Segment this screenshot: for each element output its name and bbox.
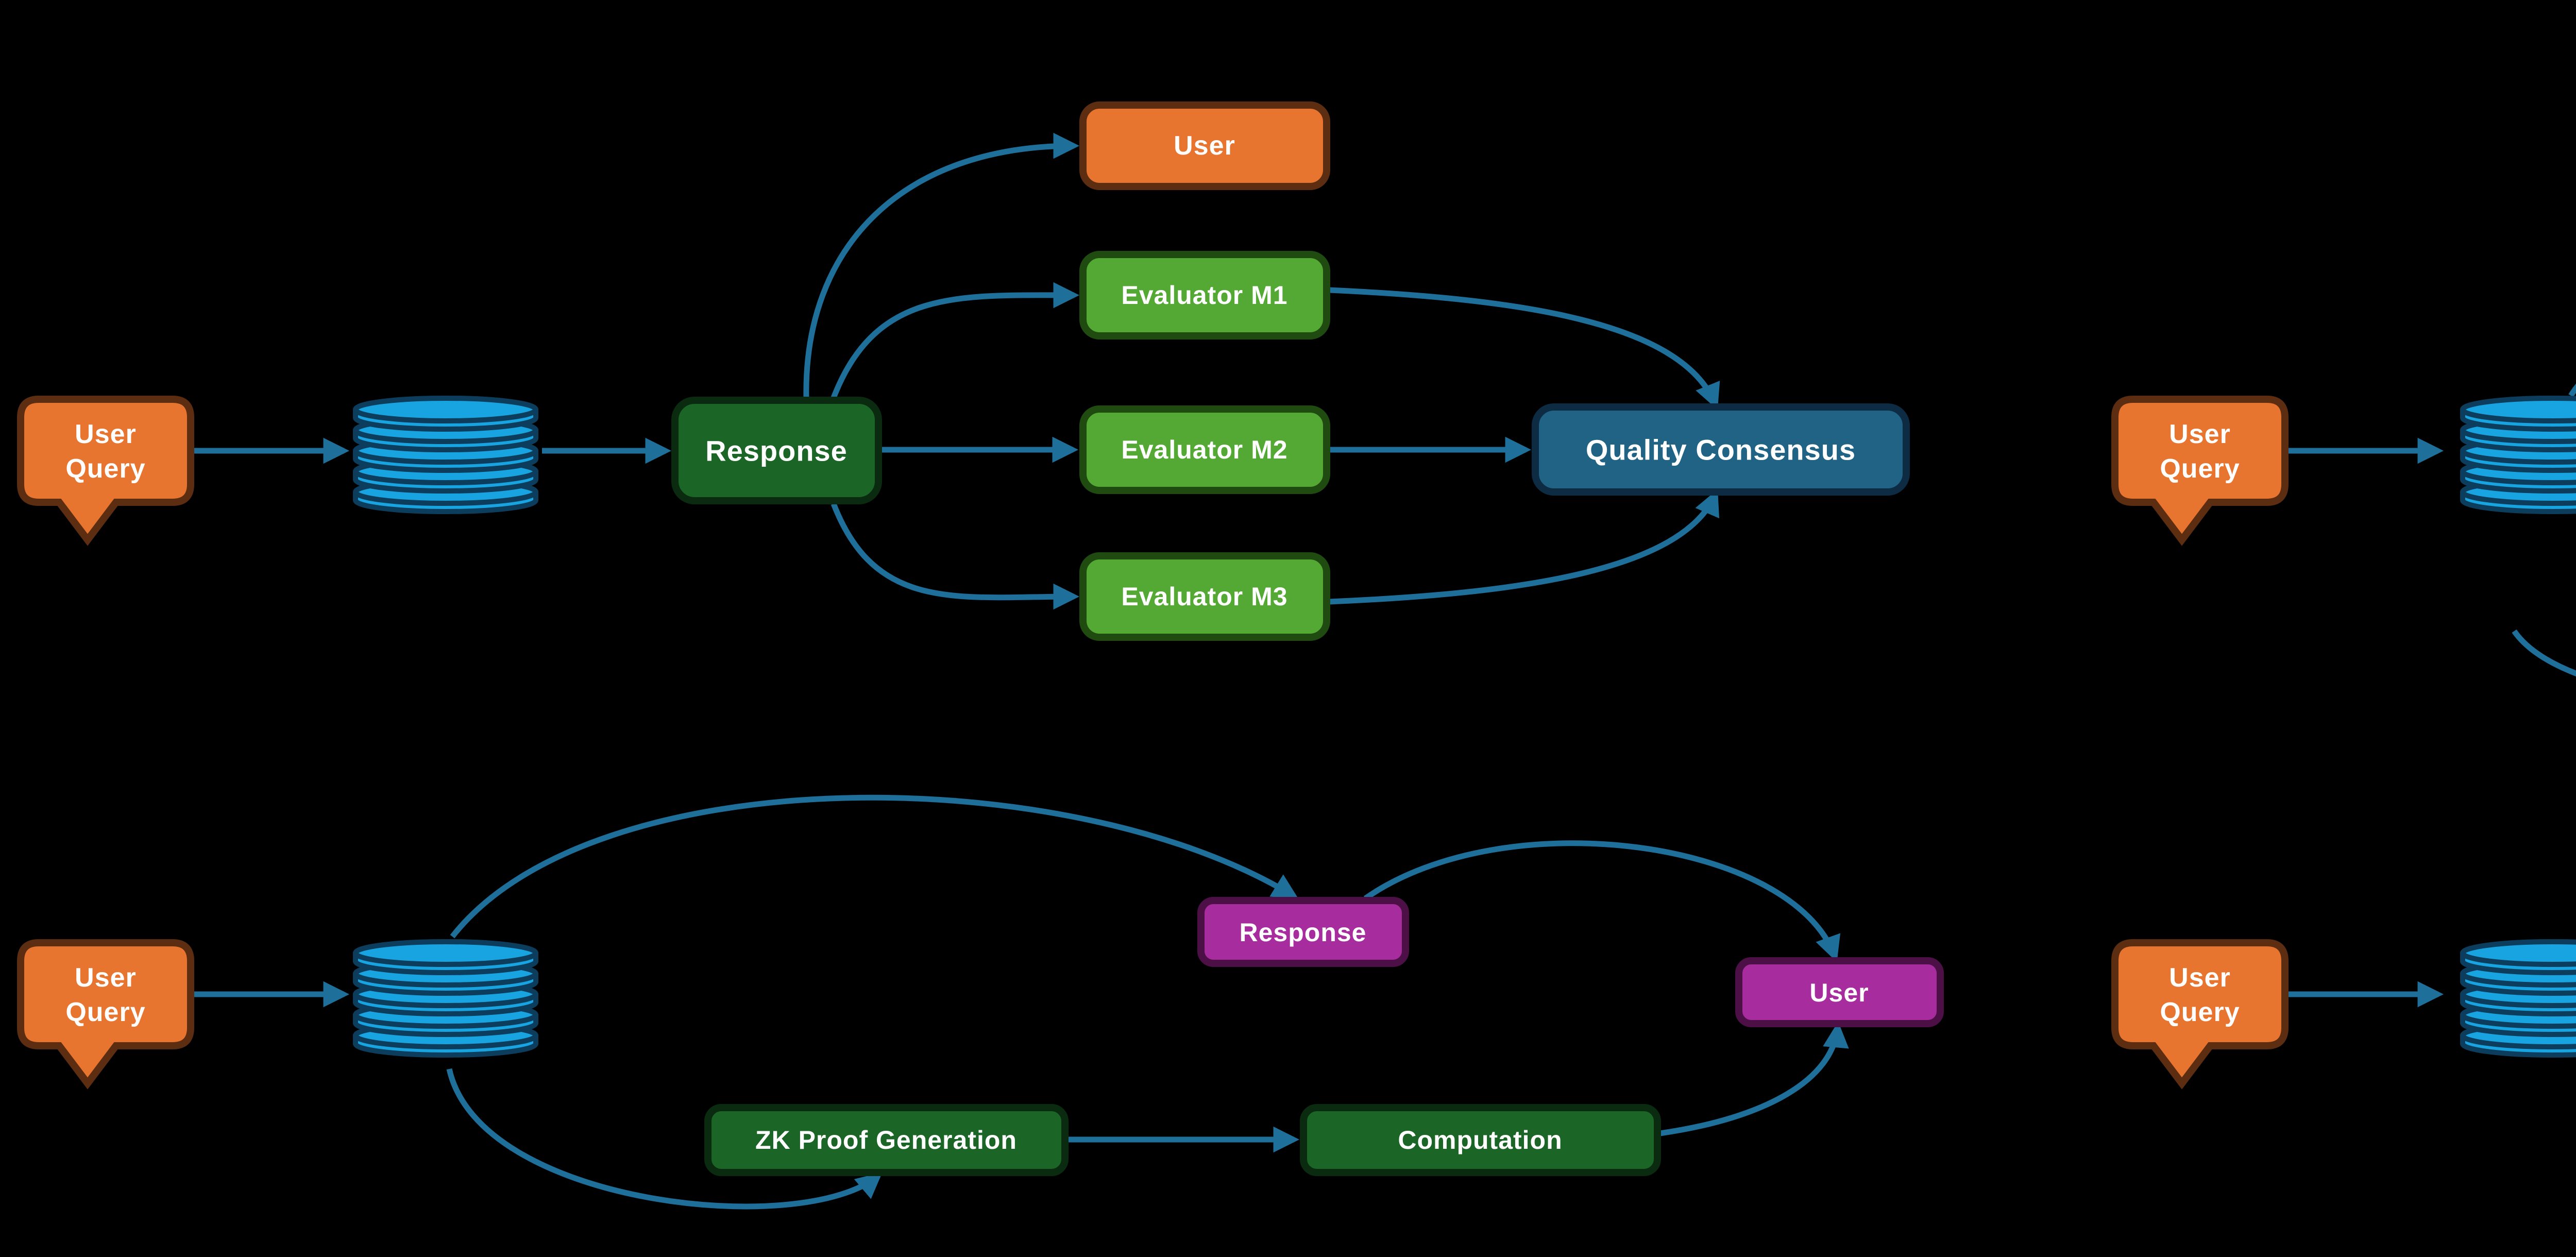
user-box [1079,101,1330,190]
node-quality-consensus: Quality Consensus [1532,403,1910,496]
edge-response-to-evaluator-m3 [831,503,1080,610]
quality-consensus-box [1532,403,1910,496]
diagram-simple-response: User Query Response User [2115,942,2576,1083]
user-query-label-line2: Query [65,454,145,484]
node-user: User [1735,957,1944,1027]
node-response: Response [671,397,882,504]
user-query-label-line2: Query [65,997,145,1027]
edge-computation-to-user [1659,1021,1849,1136]
database-icon [2463,398,2576,512]
user-query-label-line1: User [2169,419,2231,449]
node-evaluator-m3: Evaluator M3 [1079,552,1330,641]
node-user-query: User Query [21,943,191,1083]
node-zk-proof-generation: ZK Proof Generation [704,1104,1069,1176]
response-box [671,397,882,504]
node-response: Response [1197,897,1409,967]
zk-proof-generation-box [704,1104,1069,1176]
diagram-verifiable-results: User Query Verifiable Results VM Validat… [2115,383,2576,677]
edge-database-to-response [450,794,1299,939]
evaluator-m3-label: Evaluator M3 [1121,582,1287,611]
zk-proof-generation-label: ZK Proof Generation [755,1126,1017,1154]
database-icon [355,942,536,1055]
edge-database-to-response [2512,629,2576,677]
node-evaluator-m1: Evaluator M1 [1079,251,1330,339]
edge-database-to-zk-proof-generation [446,1068,883,1210]
user-query-label-line1: User [75,963,137,993]
edge-response-to-evaluator-m1 [831,282,1080,399]
user-query-label-line1: User [75,419,137,449]
user-query-label-line2: Query [2160,997,2240,1027]
edge-database-to-verifiable-results [2568,383,2576,397]
edge-response-to-user [803,132,1080,398]
user-query-label-line1: User [2169,963,2231,993]
node-user-query: User Query [2115,943,2285,1083]
computation-label: Computation [1398,1126,1562,1154]
user-label: User [1809,978,1869,1007]
diagram-zk-proof: User Query Response User ZK Proof Genera… [21,794,1944,1210]
evaluator-m3-box [1079,552,1330,641]
response-label: Response [705,435,848,467]
node-computation: Computation [1300,1104,1661,1176]
evaluator-m1-label: Evaluator M1 [1121,281,1287,310]
user-label: User [1174,131,1235,161]
edge-evaluator-m3-to-quality-consensus [1329,489,1719,605]
database-icon [2463,942,2576,1055]
evaluator-m2-box [1079,405,1330,494]
user-query-label-line2: Query [2160,454,2240,484]
computation-box [1300,1104,1661,1176]
evaluator-m1-box [1079,251,1330,339]
response-box [1197,897,1409,967]
response-label: Response [1240,918,1367,947]
node-user-query: User Query [21,399,191,540]
edge-response-to-user [1363,840,1841,962]
database-icon [355,398,536,512]
quality-consensus-label: Quality Consensus [1586,434,1856,466]
evaluator-m2-label: Evaluator M2 [1121,435,1287,464]
diagram-quality-consensus: User Query Response User Evaluator M1 Ev… [21,101,1910,641]
edge-evaluator-m1-to-quality-consensus [1329,287,1720,410]
node-evaluator-m2: Evaluator M2 [1079,405,1330,494]
node-user-query: User Query [2115,399,2285,540]
user-box [1735,957,1944,1027]
node-user: User [1079,101,1330,190]
